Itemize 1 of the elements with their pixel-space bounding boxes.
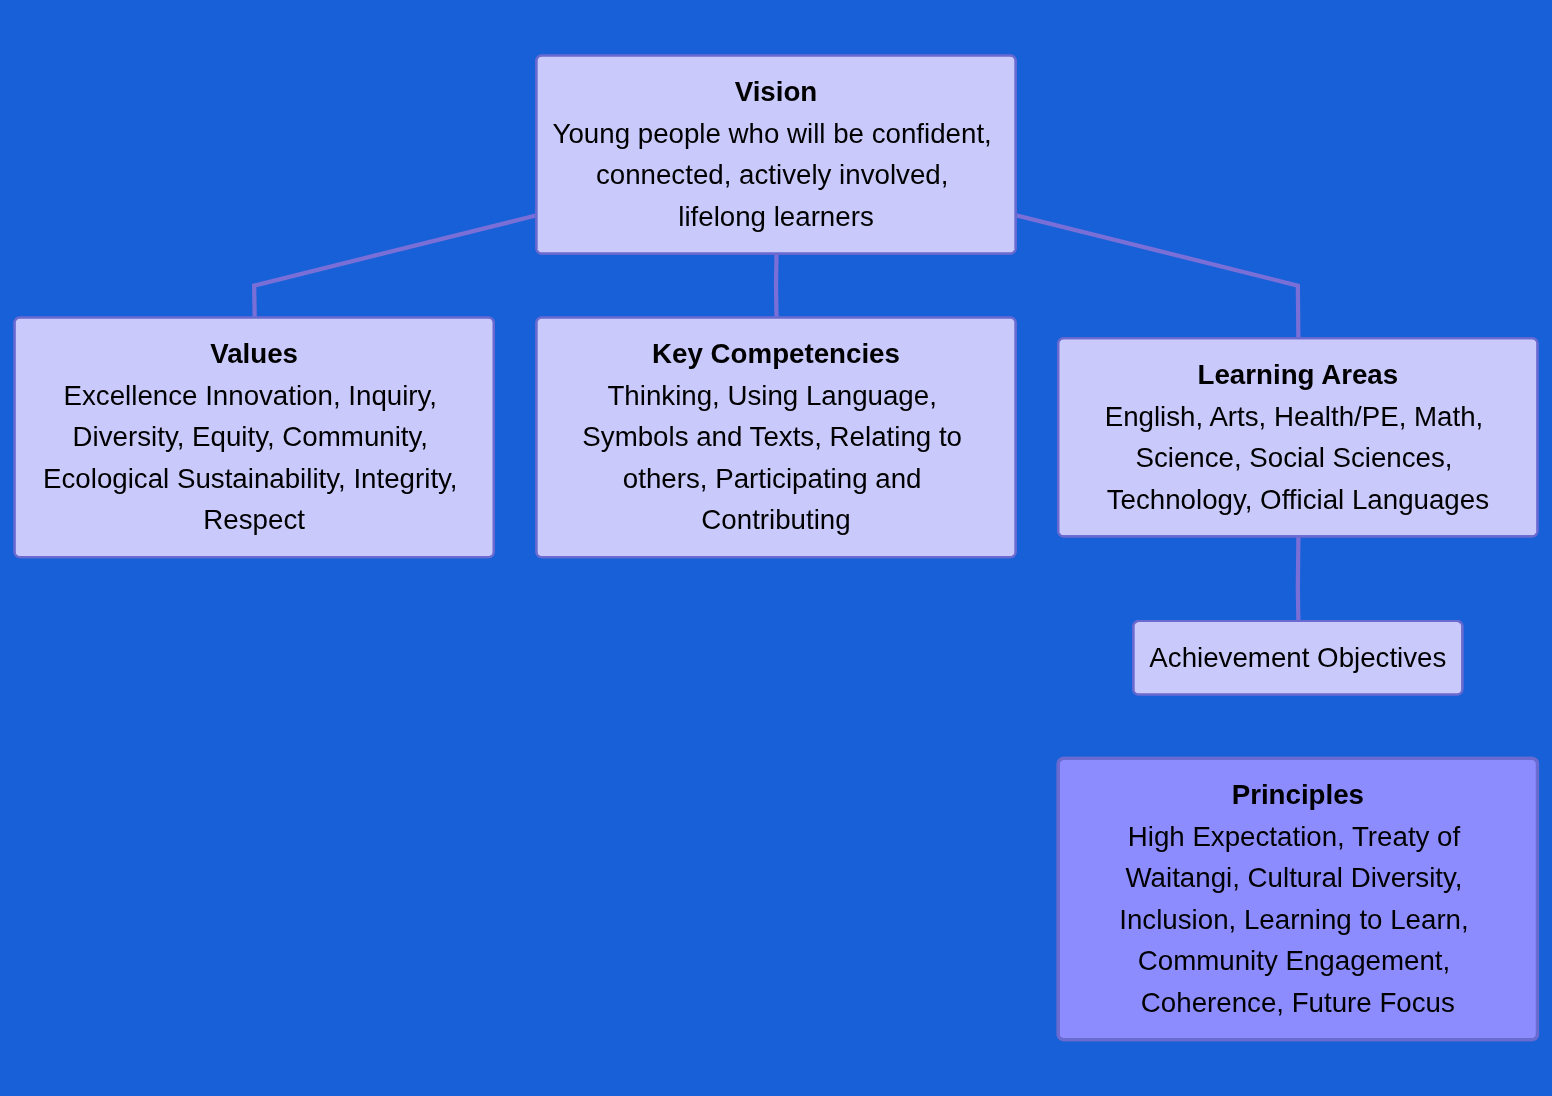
diagram: Vision Young people who will be confident, connected, actively involved, lifelong learners Values Excellence Innovation, Inquiry, Diversity, Equity, Community, Ecological Sustainability, Integrity, Respect Key Competencies Thinking, Using Language, Symbols and Texts, Relating to others, Participating and Contributing Learning Areas English, Arts, Health/PE, Math, Science, Social Sciences, Technology, Official Languages Achievement Objectives Principles High Expectation, Treaty of Waitangi, Cultural Diversity, Inclusion, Learning to Learn, Community Engagement, Coherence, Future Focus xyxy=(6,47,1546,1049)
